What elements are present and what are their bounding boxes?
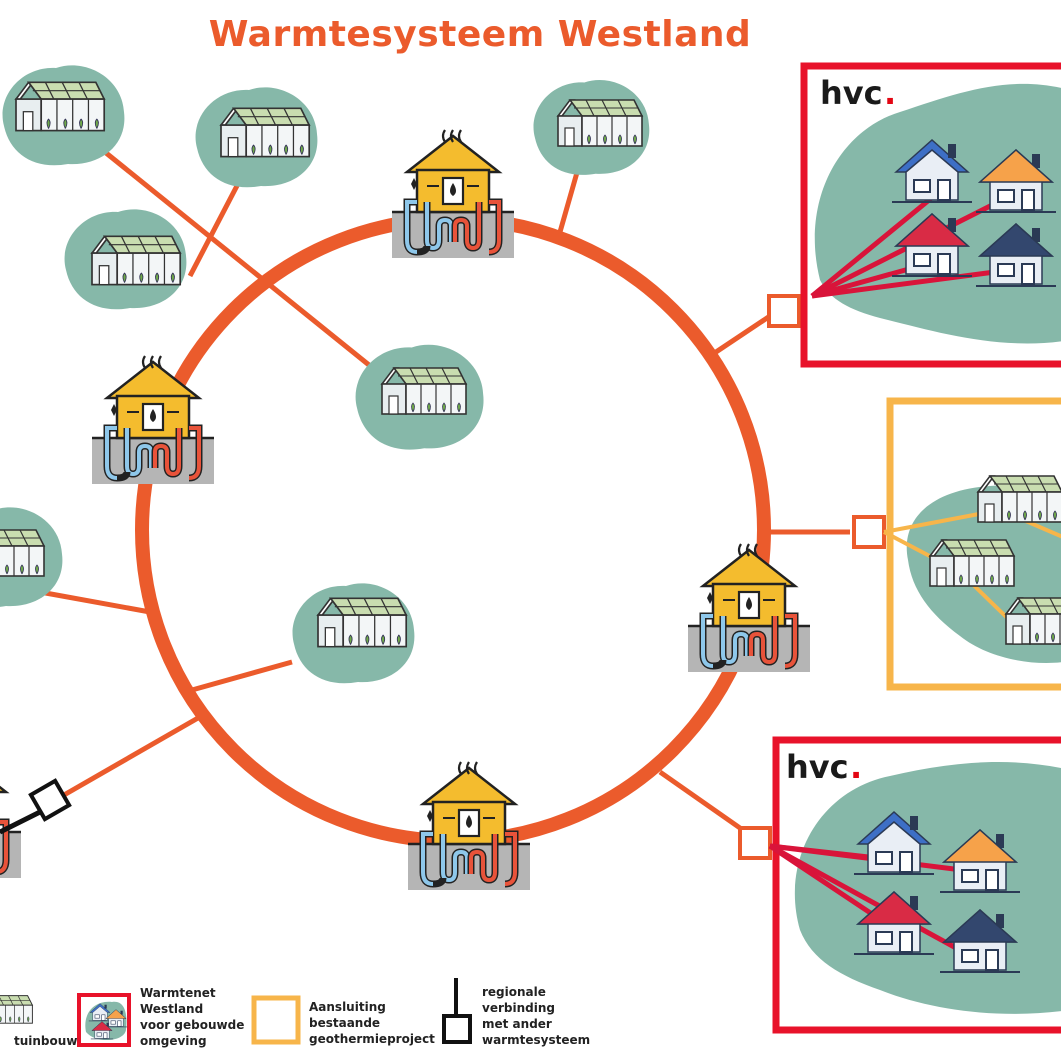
spoke-line	[658, 769, 742, 831]
heat-ring	[135, 212, 771, 848]
spoke-line	[39, 589, 151, 615]
greenhouse-node	[292, 583, 415, 684]
legend-aansluiting-icon	[251, 995, 301, 1045]
hvc-logo-dot: .	[850, 748, 862, 786]
greenhouse-node	[64, 209, 187, 310]
connection-node-icon	[738, 826, 772, 860]
regional-link-line	[0, 809, 42, 835]
hvc-district-top: hvc .	[800, 62, 1061, 368]
hvc-logo: hvc	[820, 74, 883, 112]
greenhouse-node	[2, 65, 125, 166]
greenhouse-node	[195, 87, 318, 188]
regional-link-node	[28, 778, 72, 822]
connection-node-icon	[767, 294, 801, 328]
geothermal-house-icon	[688, 544, 810, 672]
hvc-logo: hvc	[786, 748, 849, 786]
greenhouse-node	[533, 80, 650, 175]
greenhouse-icon	[1005, 597, 1061, 645]
diagram-title: Warmtesysteem Westland	[208, 14, 752, 55]
geothermal-house-icon	[392, 130, 514, 258]
geothermal-house-partial	[0, 750, 21, 878]
legend-regional-icon	[442, 978, 472, 1044]
spoke-line	[191, 659, 293, 693]
greenhouse-icon	[0, 529, 45, 577]
legend-warmtenet-label: Warmtenet Westland voor gebouwde omgevin…	[140, 986, 245, 1048]
spoke-line	[62, 715, 200, 798]
hvc-logo-dot: .	[884, 74, 896, 112]
legend-aansluiting-label: Aansluiting bestaande geothermieproject	[309, 1000, 435, 1046]
geothermal-house-icon	[92, 356, 214, 484]
geothermal-house-icon	[408, 762, 530, 890]
hvc-district-bottom: hvc .	[768, 736, 1061, 1034]
greenhouse-node	[355, 344, 484, 450]
legend-greenhouse-icon	[0, 995, 33, 1024]
legend-regional-label: regionale verbinding met ander warmtesys…	[482, 985, 591, 1047]
legend-tuinbouw-label: tuinbouw	[14, 1034, 78, 1048]
spoke-line	[714, 313, 772, 355]
spoke-line	[187, 178, 243, 278]
spoke-line	[88, 138, 402, 392]
connection-node-icon	[852, 515, 886, 549]
legend-warmtenet-icon	[77, 993, 131, 1047]
legend	[0, 978, 472, 1047]
geothermal-project-box	[883, 397, 1061, 691]
